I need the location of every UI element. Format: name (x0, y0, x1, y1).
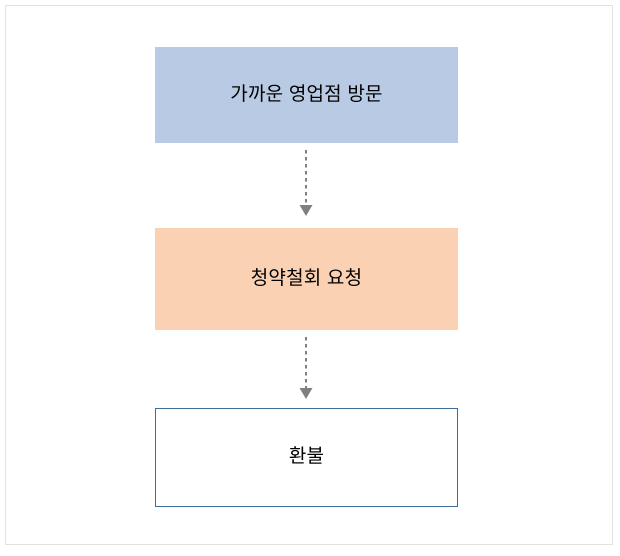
flow-node-label: 가까운 영업점 방문 (230, 83, 383, 105)
flow-node-visit-branch[interactable]: 가까운 영업점 방문 (155, 47, 458, 143)
flow-connector-1 (296, 150, 316, 218)
dashed-arrow-down-icon (299, 337, 313, 399)
flow-node-label: 환불 (288, 446, 325, 468)
flow-node-refund[interactable]: 환불 (155, 408, 458, 507)
flow-node-withdrawal-request[interactable]: 청약철회 요청 (155, 228, 458, 330)
flow-node-label: 청약철회 요청 (250, 267, 363, 289)
dashed-arrow-down-icon (299, 150, 313, 216)
flow-connector-2 (296, 337, 316, 401)
